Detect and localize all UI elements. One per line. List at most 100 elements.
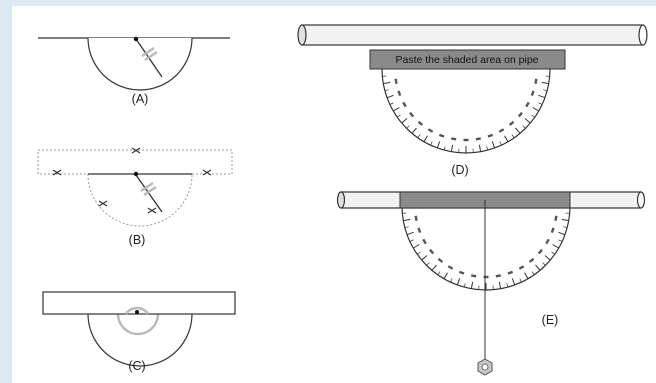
scale-tick <box>463 283 466 288</box>
scale-tick <box>443 146 446 151</box>
panel-e-label: (E) <box>542 313 559 327</box>
scale-numeral-mark <box>487 133 494 138</box>
scale-numeral-mark <box>525 101 530 108</box>
scale-numeral-mark <box>417 120 424 126</box>
scale-tick <box>386 94 394 99</box>
panel-b-label: (B) <box>129 233 146 247</box>
panel-e: (E) <box>336 191 646 376</box>
panel-c-peek-arc <box>124 306 150 315</box>
scale-numeral-mark <box>402 101 407 108</box>
scale-tick <box>511 278 516 286</box>
scale-tick <box>538 102 543 105</box>
scale-tick <box>506 283 509 288</box>
scale-tick <box>470 281 474 289</box>
scale-numeral-mark <box>463 138 469 142</box>
panel-b-marker <box>140 182 157 196</box>
panel-d-shaded-area <box>369 49 566 70</box>
scale-tick <box>522 125 526 129</box>
scale-tick <box>389 102 394 105</box>
panel-a: (A) <box>38 36 230 106</box>
scale-numeral-mark <box>495 274 501 278</box>
scale-tick <box>413 244 420 249</box>
scale-numeral-mark <box>545 238 550 245</box>
scale-tick <box>552 244 559 249</box>
scale-numeral-mark <box>530 90 535 97</box>
scale-numeral-mark <box>518 265 525 270</box>
scale-numeral-mark <box>475 137 481 141</box>
scale-tick <box>423 135 428 142</box>
scale-numeral-mark <box>422 238 427 245</box>
scale-tick <box>558 239 563 242</box>
scale-numeral-mark <box>427 128 434 133</box>
panel-c-center-dot <box>135 310 139 314</box>
scale-tick <box>519 278 522 283</box>
panel-b-center-dot <box>133 171 139 177</box>
panel-c-inner-arc <box>116 313 160 336</box>
x-mark-icon <box>98 200 108 207</box>
scale-tick <box>524 118 531 124</box>
x-mark-icon <box>131 147 141 154</box>
scale-numeral-mark <box>507 270 514 275</box>
scale-tick <box>491 141 496 149</box>
scale-numeral-mark <box>483 275 489 279</box>
hex-nut-weight-icon <box>477 358 493 376</box>
panel-b-radius-line <box>135 174 163 213</box>
scale-tick <box>511 134 515 139</box>
scale-tick <box>504 135 509 142</box>
scale-tick <box>416 251 421 255</box>
scale-tick <box>393 107 400 112</box>
scale-tick <box>426 262 430 266</box>
scale-numeral-mark <box>409 111 415 118</box>
scale-numeral-mark <box>414 215 418 221</box>
scale-tick <box>532 107 539 112</box>
scale-numeral-mark <box>534 78 538 84</box>
x-mark-icon <box>202 169 212 176</box>
scale-tick <box>417 134 421 139</box>
scale-tick <box>542 262 546 266</box>
panel-c-strip <box>42 291 236 315</box>
scale-tick <box>486 146 489 151</box>
scale-tick <box>561 218 569 222</box>
scale-numeral-mark <box>554 215 558 221</box>
scale-numeral-mark <box>528 257 535 263</box>
scale-tick <box>478 144 482 152</box>
panel-a-label: (A) <box>132 92 149 106</box>
scale-tick <box>436 141 441 149</box>
scale-numeral-mark <box>447 265 454 270</box>
scale-numeral-mark <box>537 248 543 255</box>
scale-numeral-mark <box>508 120 515 126</box>
scale-tick <box>443 272 448 279</box>
scale-tick <box>404 226 409 229</box>
scale-numeral-mark <box>498 128 505 133</box>
panel-a-center-dot <box>133 36 139 42</box>
scale-tick <box>535 264 541 271</box>
panel-c-label: (C) <box>128 359 145 373</box>
panel-d-label: (D) <box>451 163 468 177</box>
scale-numeral-mark <box>394 78 398 84</box>
panel-b-dashed-semicircle <box>87 173 193 227</box>
scale-tick <box>450 144 454 152</box>
panel-b-cut-marks <box>52 147 212 214</box>
scale-numeral-mark <box>429 248 435 255</box>
scale-tick <box>431 264 437 271</box>
scale-numeral-mark <box>517 111 523 118</box>
scale-numeral-mark <box>438 133 445 138</box>
scale-tick <box>543 89 548 92</box>
scale-tick <box>499 141 502 146</box>
scale-numeral-mark <box>458 270 465 275</box>
scale-tick <box>409 239 414 242</box>
scale-tick <box>411 127 417 134</box>
x-mark-icon <box>147 207 157 214</box>
scale-tick <box>421 255 428 261</box>
panel-c-semicircle <box>87 313 193 367</box>
panel-e-pipe <box>336 191 646 209</box>
scale-tick <box>456 278 461 286</box>
scale-tick <box>524 272 529 279</box>
scale-tick <box>558 231 566 236</box>
scale-tick <box>498 281 502 289</box>
scale-tick <box>384 89 389 92</box>
scale-tick <box>406 231 414 236</box>
scale-numeral-mark <box>397 90 402 97</box>
x-mark-icon <box>52 169 62 176</box>
